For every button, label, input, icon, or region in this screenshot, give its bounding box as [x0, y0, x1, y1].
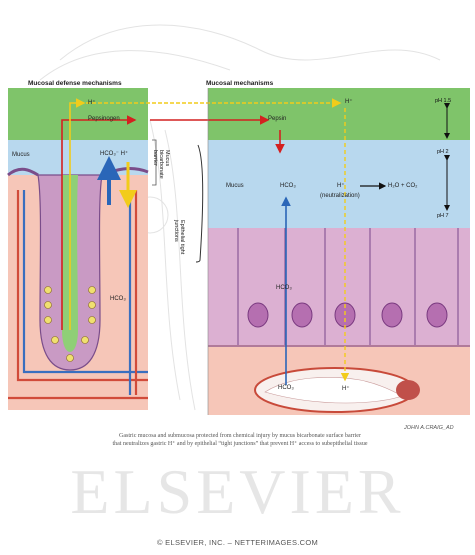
- junction-bracket: [195, 144, 204, 263]
- bicarbonate-barrier-label: Mucus bicarbonate barrier: [152, 150, 170, 179]
- ph-low-label: pH 7: [437, 213, 449, 219]
- pepsinogen-label: Pepsinogen: [88, 116, 120, 122]
- ph-mid-label: pH 2: [437, 149, 449, 155]
- left-gland-hco3-label: HCO₃: [110, 296, 126, 302]
- right-panel-title: Mucosal mechanisms: [206, 80, 274, 87]
- water-co2-label: H₂O + CO₂: [388, 183, 418, 189]
- left-mucus-label: Mucus: [12, 152, 30, 158]
- epithelial-cells: [237, 228, 459, 348]
- right-mucus: [208, 140, 470, 230]
- left-mucus: [8, 140, 148, 180]
- right-mucus-h-label: H⁺: [337, 183, 345, 189]
- barrier-bracket: [152, 139, 157, 186]
- neutralization-label: (neutralization): [320, 193, 360, 199]
- right-mucus-hco3-label: HCO₃: [280, 183, 296, 189]
- vessel-hco3-label: HCO₃: [278, 385, 294, 391]
- gland-cells: [44, 286, 96, 362]
- left-panel-title: Mucosal defense mechanisms: [28, 80, 122, 87]
- right-epithelium: [208, 228, 470, 348]
- watermark: ELSEVIER: [70, 456, 405, 527]
- left-hco3-h-label: HCO₃⁻ H⁺: [100, 151, 129, 157]
- caption-line-2: that neutralizes gastric H⁺ and by epith…: [112, 441, 368, 447]
- artist-signature: JOHN A.CRAIG_AD: [404, 425, 454, 431]
- right-epithelium-hco3-label: HCO₃: [276, 285, 292, 291]
- tight-junctions-label: Epithelial tight junctions: [173, 220, 185, 255]
- cell-nuclei: [247, 302, 448, 328]
- left-acid-arrow: [69, 98, 86, 330]
- left-lumen: [8, 88, 148, 148]
- capillary-lumen: [264, 377, 403, 404]
- left-panel: [7, 88, 204, 410]
- figure-caption: Gastric mucosa and submucosa protected f…: [40, 432, 440, 448]
- pepsin-label: Pepsin: [268, 116, 287, 122]
- right-lumen: [208, 88, 470, 144]
- copyright-notice: © ELSEVIER, INC. – NETTERIMAGES.COM: [156, 538, 319, 547]
- right-h-plus-top-label: H⁺: [345, 99, 353, 105]
- right-panel: [86, 88, 470, 415]
- left-h-plus-label: H⁺: [88, 100, 96, 106]
- red-cells: [396, 380, 420, 400]
- caption-line-1: Gastric mucosa and submucosa protected f…: [119, 433, 361, 439]
- right-mucus-label: Mucus: [226, 183, 244, 189]
- ph-top-label: pH 1.5: [435, 98, 452, 104]
- left-vessels: [8, 190, 148, 400]
- left-pepsin-arrow: [61, 115, 137, 330]
- vessel-h-label: H⁺: [342, 386, 350, 392]
